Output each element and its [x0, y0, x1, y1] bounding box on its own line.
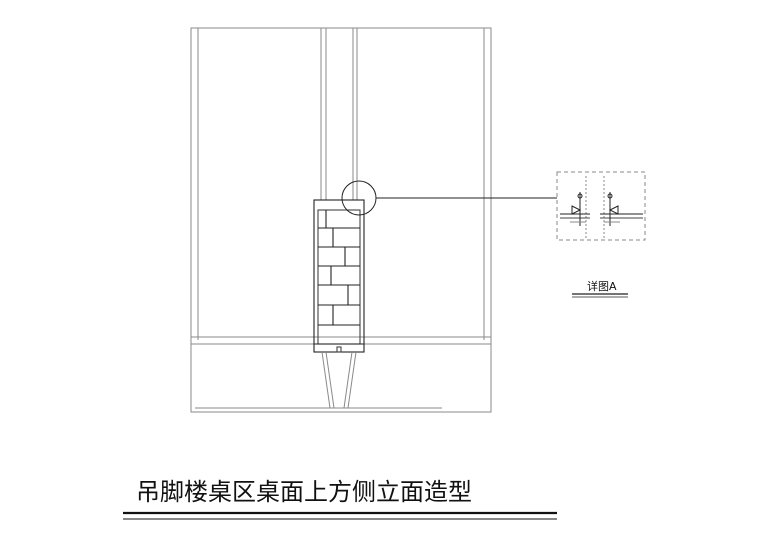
cabinet-supports — [321, 351, 357, 409]
drawing-title-group: 吊脚楼桌区桌面上方侧立面造型 — [123, 478, 557, 520]
detail-callout — [341, 180, 557, 216]
detail-a-view — [556, 171, 646, 241]
detail-label: 详图A — [587, 279, 617, 293]
drawing-title: 吊脚楼桌区桌面上方侧立面造型 — [136, 478, 472, 506]
detail-label-group: 详图A — [572, 279, 628, 298]
outer-frame — [190, 27, 492, 413]
shelf-cabinet — [313, 199, 365, 353]
